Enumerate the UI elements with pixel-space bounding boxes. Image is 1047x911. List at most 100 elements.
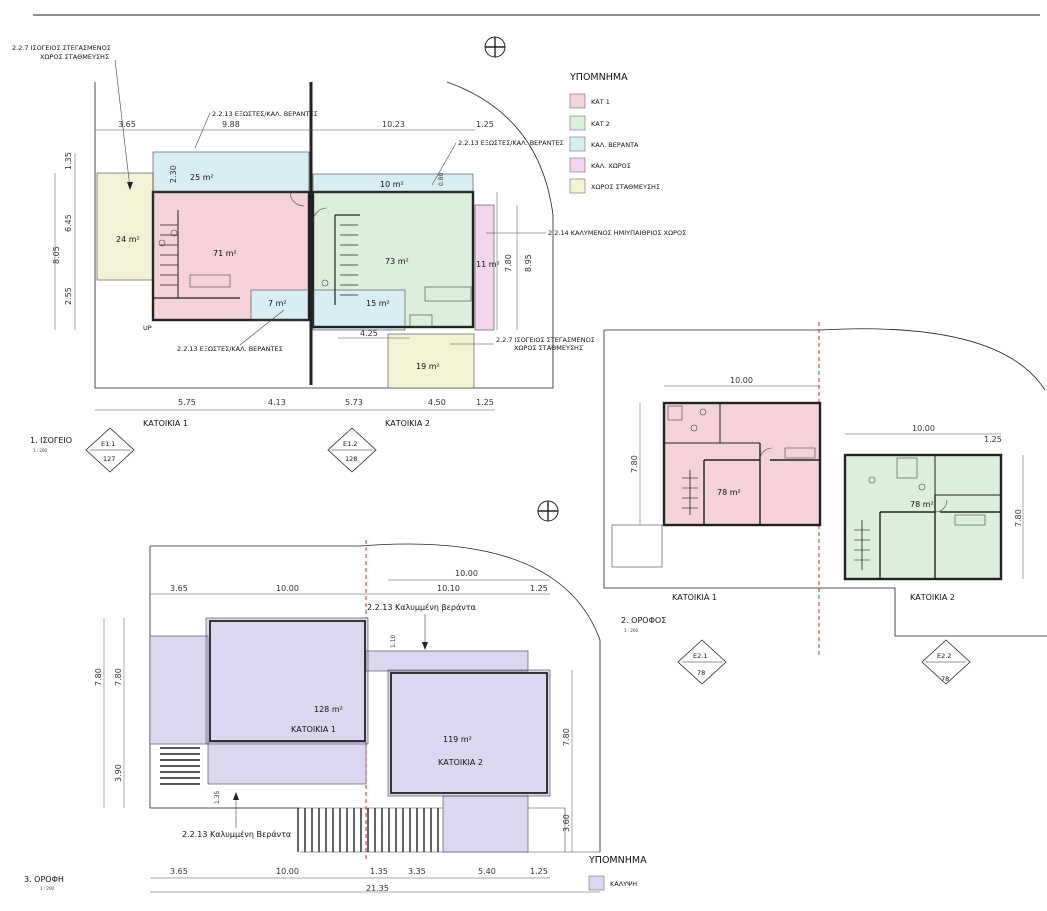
area-parking-left: 24 m²	[116, 235, 140, 244]
tag-e21-num: 78	[697, 669, 705, 677]
legend-top-title: ΥΠΟΜΝΗΜΑ	[569, 72, 628, 83]
zone-kal-xoros	[475, 205, 494, 330]
legend-swatch-veranta	[569, 136, 586, 152]
legend-top: ΥΠΟΜΝΗΜΑ ΚΑΤ 1 ΚΑΤ 2 ΚΑΛ. ΒΕΡΑΝΤΑ ΚΑΛ. Χ…	[569, 72, 660, 194]
dim-bottom-4: 1.25	[476, 398, 494, 407]
dim-080: 0.80	[438, 172, 445, 186]
legend-label-kal-xoros: ΚΑΛ. ΧΩΡΟΣ	[591, 162, 631, 170]
dim-top-1: 9.88	[222, 120, 240, 129]
legend-swatch-kalypsi	[588, 875, 605, 891]
roof-house2-label: ΚΑΤΟΙΚΙΑ 2	[438, 758, 483, 767]
dim-bottom-3: 4.50	[428, 398, 446, 407]
dim-top-2: 10.23	[382, 120, 405, 129]
legend-label-parking: ΧΩΡΟΣ ΣΤΑΘΜΕΥΣΗΣ	[591, 183, 660, 191]
dim-bottom-2: 5.73	[345, 398, 363, 407]
roof-dim-top2-0: 10.00	[455, 569, 478, 578]
area-kat2: 73 m²	[385, 257, 409, 266]
dim-top-0: 3.65	[118, 120, 136, 129]
legend-label-veranta: ΚΑΛ. ΒΕΡΑΝΤΑ	[591, 141, 639, 149]
zone-parking-left	[97, 173, 155, 280]
upper-dim-top2: 10.00	[912, 424, 935, 433]
roof-zone-veranda	[366, 651, 528, 671]
ground-title: 1. ΙΣΟΓΕΙΟ	[30, 436, 72, 445]
upper-dim-left: 7.80	[630, 455, 639, 473]
legend-swatch-kat1	[569, 93, 586, 109]
legend-label-kat1: ΚΑΤ 1	[591, 98, 610, 106]
roof-area-kat2: 119 m²	[443, 735, 472, 744]
roof-annotation-bottom: 2.2.13 Καλυμμένη Βεράντα	[182, 829, 291, 839]
elevation-tag-e22: E2.2 78	[921, 639, 971, 685]
zone-parking-bottom	[388, 334, 474, 388]
annotation-up: UP	[143, 324, 152, 332]
ground-house2-label: ΚΑΤΟΙΚΙΑ 2	[385, 419, 430, 428]
annotation-parking-2b: ΧΩΡΟΣ ΣΤΑΘΜΕΥΣΗΣ	[514, 344, 583, 352]
roof-zone-left-bottom	[208, 742, 366, 784]
dim-right-1: 8.95	[524, 254, 533, 272]
annotation-parking-2a: 2.2.7 ΙΣΟΓΕΙΟΣ ΣΤΕΓΑΣΜΕΝΟΣ	[496, 336, 595, 344]
upper-scale: 1 : 200	[624, 628, 639, 633]
legend-swatch-kat2	[569, 115, 586, 131]
legend-label-kalypsi: ΚΑΛΥΨΗ	[610, 880, 637, 888]
upper-area-kat2: 78 m²	[910, 500, 934, 509]
area-veranda-mid2: 15 m²	[366, 299, 390, 308]
upper-house2-label: ΚΑΤΟΙΚΙΑ 2	[910, 593, 955, 602]
roof-plan: 128 m² ΚΑΤΟΙΚΙΑ 1 119 m² ΚΑΤΟΙΚΙΑ 2 2.2.…	[24, 540, 601, 893]
zone-veranda-mid1	[251, 290, 311, 320]
annotation-veranda-3: 2.2.13 ΕΞΩΣΤΕΣ/ΚΑΛ. ΒΕΡΑΝΤΕΣ	[177, 345, 283, 353]
zone-veranda-top	[153, 152, 309, 194]
roof-dim-110: 1.10	[390, 634, 397, 648]
dim-left-2: 2.55	[64, 287, 73, 305]
upper-zone-kat2	[845, 455, 1001, 579]
upper-title: 2. ΟΡΟΦΟΣ	[621, 616, 666, 625]
roof-dim-top1-0: 3.65	[170, 584, 188, 593]
roof-dim-bottom-4: 5.40	[478, 867, 496, 876]
tag-e22-num: 78	[941, 675, 949, 683]
roof-dim-left-1: 3.90	[114, 764, 123, 782]
roof-dim-right-0: 7.80	[562, 728, 571, 746]
north-arrow-icon	[484, 36, 506, 58]
roof-zone-kat1	[206, 618, 368, 744]
upper-dim-top3: 1.25	[984, 435, 1002, 444]
roof-dim-bottom-2: 1.35	[370, 867, 388, 876]
area-kal-xoros: 11 m²	[476, 260, 500, 269]
roof-dim-left-0: 7.80	[94, 668, 103, 686]
roof-dim-top1-1: 10.00	[276, 584, 299, 593]
zone-veranda-top2	[313, 174, 473, 194]
annotation-veranda-1: 2.2.13 ΕΞΩΣΤΕΣ/ΚΑΛ. ΒΕΡΑΝΤΕΣ	[212, 110, 318, 118]
elevation-tag-e12: E1.2 128	[327, 427, 377, 473]
roof-annotation-top: 2.2.13 Καλυμμένη βεράντα	[367, 602, 476, 612]
roof-house1-label: ΚΑΤΟΙΚΙΑ 1	[291, 725, 336, 734]
roof-dim-bottom-5: 1.25	[530, 867, 548, 876]
tag-e12-code: E1.2	[343, 440, 357, 448]
roof-dim-right-1: 3.60	[562, 814, 571, 832]
annotation-veranda-2: 2.2.13 ΕΞΩΣΤΕΣ/ΚΑΛ. ΒΕΡΑΝΤΕΣ	[458, 139, 564, 147]
legend-swatch-kal-xoros	[569, 157, 586, 173]
area-kat1: 71 m²	[213, 249, 237, 258]
ground-scale: 1 : 200	[33, 448, 48, 453]
area-veranda-top2: 10 m²	[380, 180, 404, 189]
ground-floor-plan: 24 m² 25 m² 71 m² 10 m² 73 m² 11 m² 7 m²…	[12, 44, 686, 473]
area-parking-bottom: 19 m²	[416, 362, 440, 371]
dim-left-1: 6.45	[64, 214, 73, 232]
roof-dim-bottom-0: 3.65	[170, 867, 188, 876]
tag-e12-num: 128	[345, 455, 357, 463]
roof-zone-kat2	[388, 670, 550, 796]
roof-zone-bottom	[443, 796, 528, 852]
dim-top-3: 1.25	[476, 120, 494, 129]
legend-label-kat2: ΚΑΤ 2	[591, 120, 610, 128]
roof-dim-top2-1: 10.10	[437, 584, 460, 593]
upper-house1-label: ΚΑΤΟΙΚΙΑ 1	[672, 593, 717, 602]
zone-veranda-mid2	[313, 290, 405, 330]
dim-bottom-0: 5.75	[178, 398, 196, 407]
upper-floor-plan: 78 m² 78 m² 10.00 10.00 1.25 7.80 7.80 Κ…	[603, 322, 1047, 685]
legend-swatch-parking	[569, 178, 586, 194]
dim-425: 4.25	[360, 329, 378, 338]
area-veranda-top: 25 m²	[190, 173, 214, 182]
legend-bottom: ΥΠΟΜΝΗΜΑ ΚΑΛΥΨΗ	[588, 855, 647, 891]
tag-e21-code: E2.1	[693, 652, 707, 660]
roof-title: 3. ΟΡΟΦΗ	[24, 875, 64, 884]
upper-zone-kat1	[664, 403, 820, 525]
dim-left-0: 1.35	[64, 152, 73, 170]
north-arrow-icon	[537, 500, 559, 522]
